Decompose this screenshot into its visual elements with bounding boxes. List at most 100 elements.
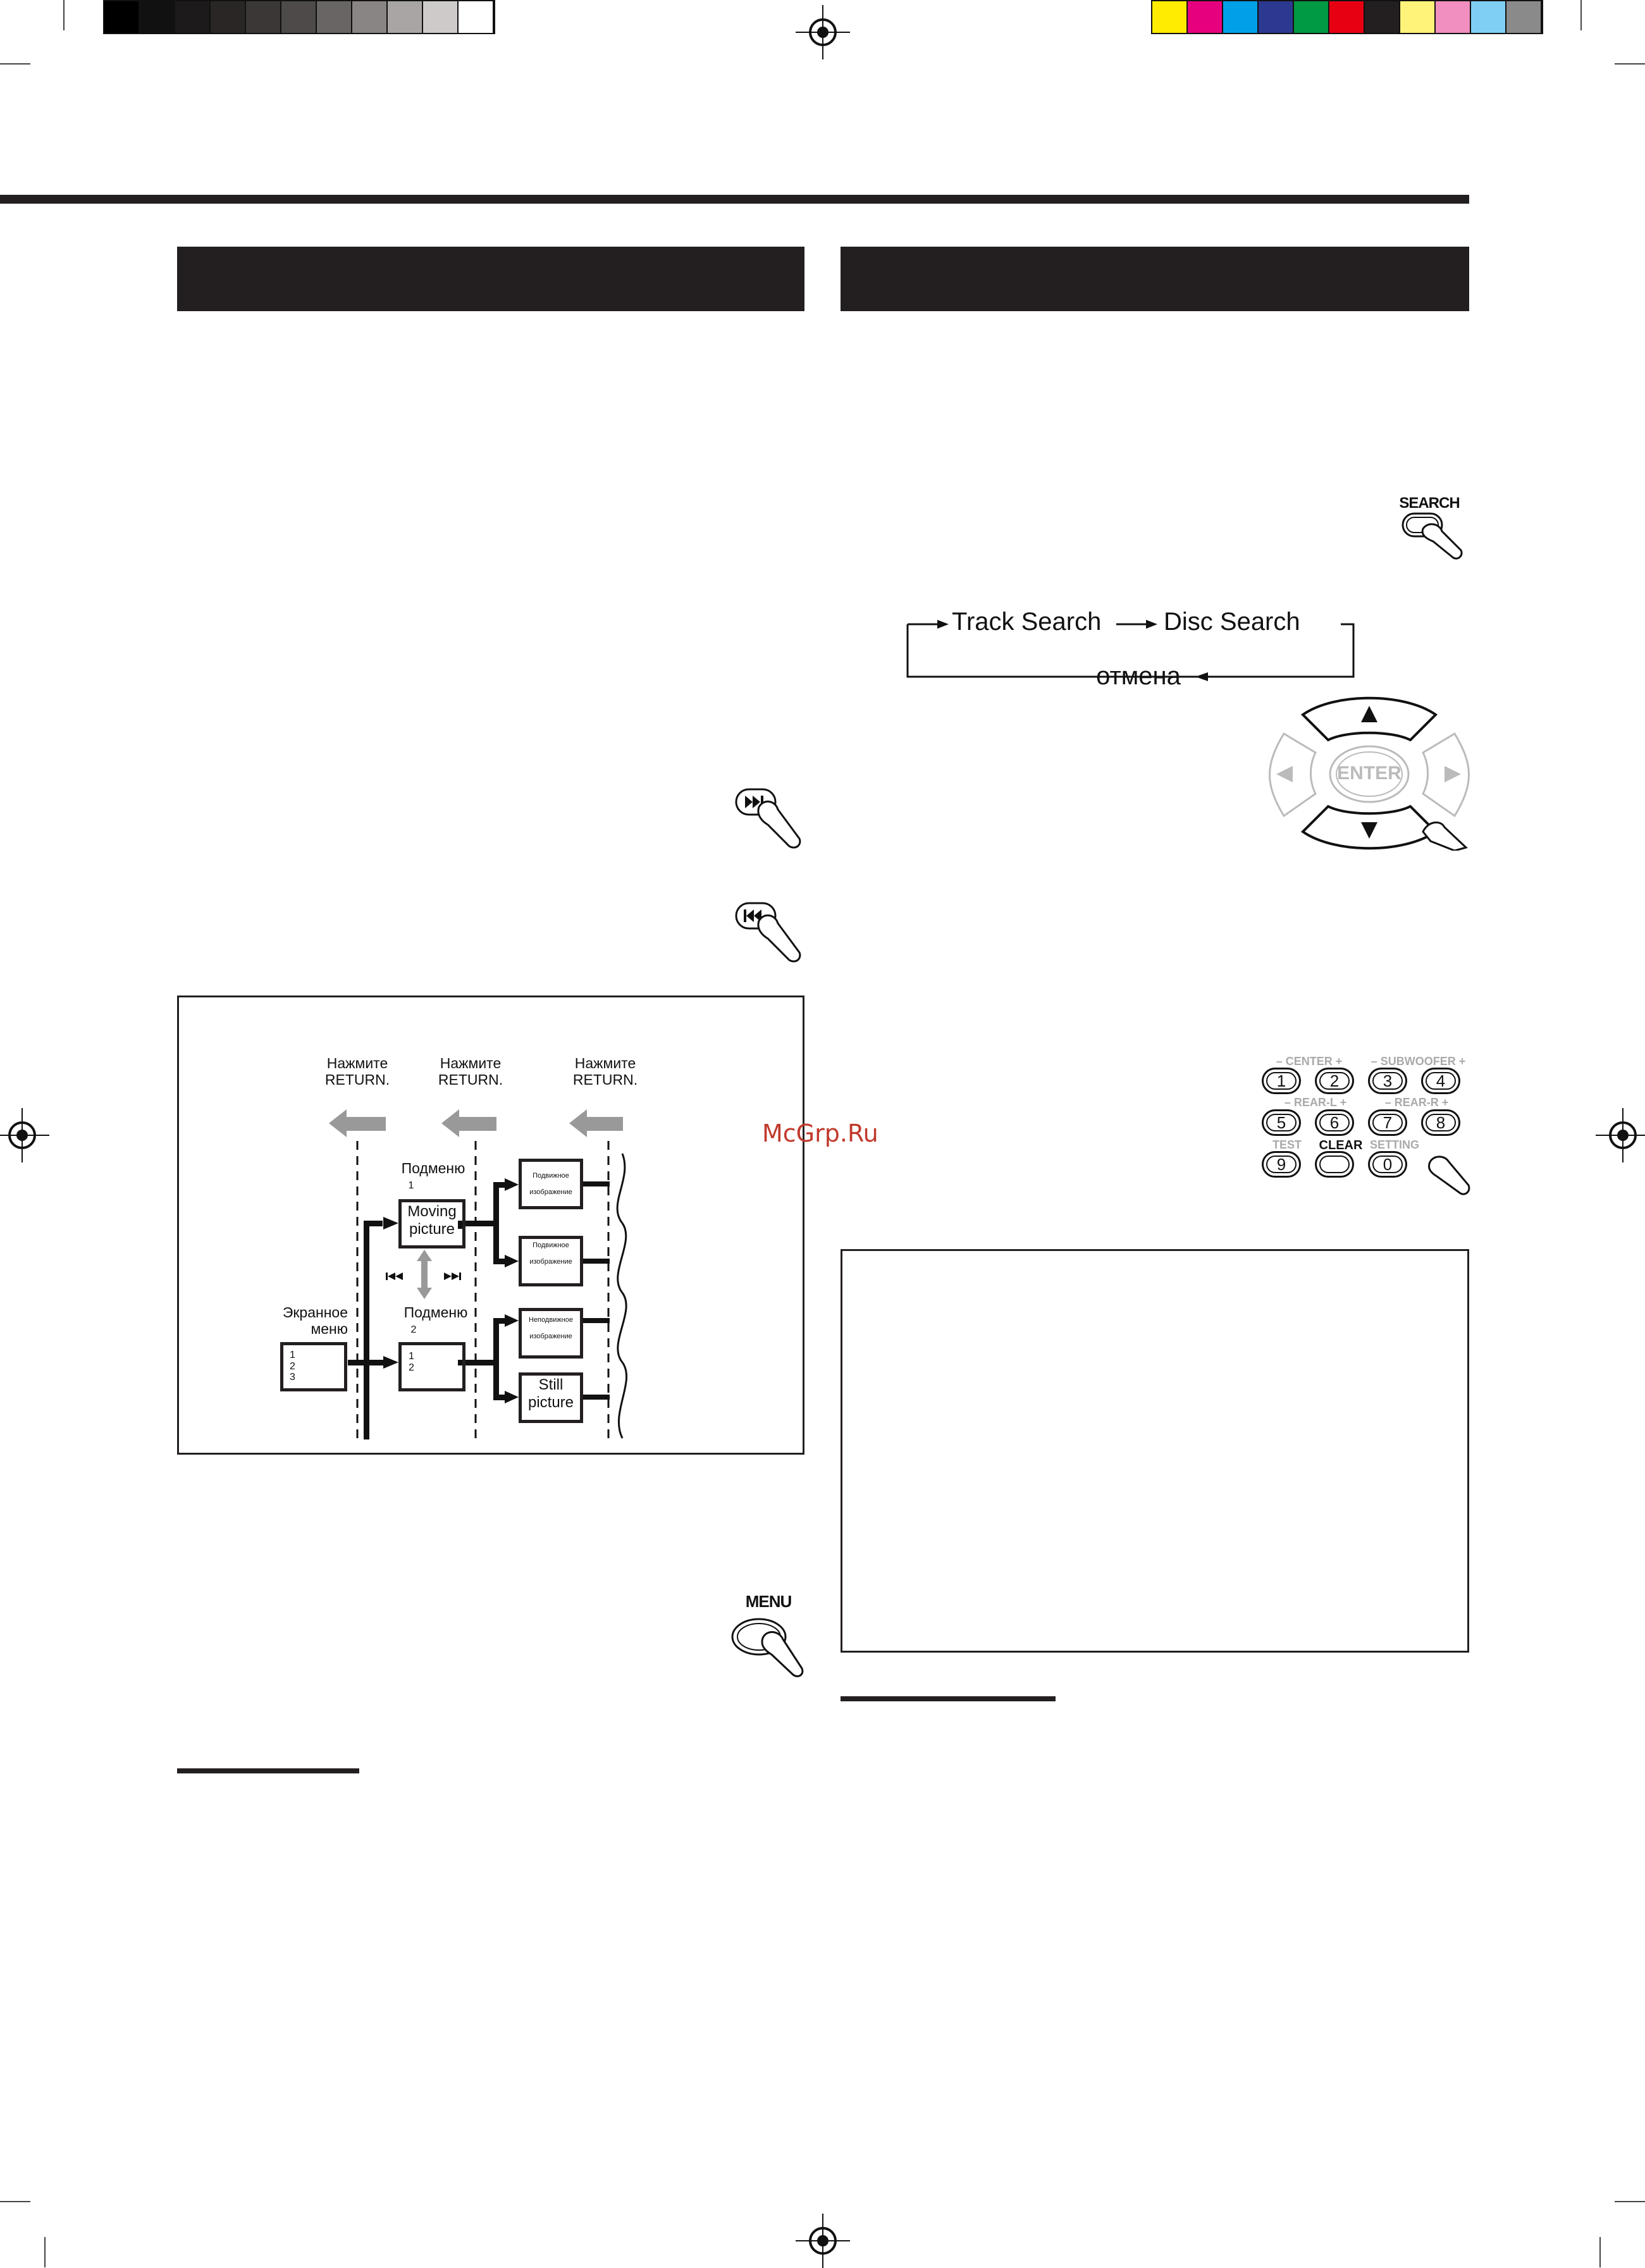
calibration-swatch [1223,1,1259,33]
keypad-key-inner [1266,1156,1297,1173]
up-arrow-icon [1361,706,1377,722]
pressing-finger-icon [1428,1156,1470,1195]
test-label: TEST [1272,1138,1302,1151]
keypad-key[interactable]: 6 [1315,1109,1354,1136]
keypad-key-inner [1319,1114,1350,1131]
crop-mark [44,2237,46,2267]
calibration-swatch [1400,1,1436,33]
menu-item: 1 [409,1351,414,1362]
press-return-line1: Нажмите [440,1055,502,1071]
calibration-swatch [1188,1,1223,33]
calibration-swatch [1506,1,1542,33]
clear-label: CLEAR [1319,1138,1363,1152]
leaf-screen [519,1236,583,1286]
leaf-line2: изображение [529,1258,572,1266]
crop-mark [63,0,65,30]
keypad-key-label: 1 [1276,1071,1286,1090]
keypad-key-inner [1319,1072,1350,1090]
enter-button[interactable]: ENTER [1337,763,1402,784]
keypad-key-inner [1426,1114,1456,1131]
next-button[interactable] [734,784,810,854]
menu-button[interactable] [727,1612,810,1681]
watermark-text: McGrp.Ru [762,1119,878,1147]
crop-mark [1615,63,1645,65]
press-return-line2: RETURN. [438,1071,503,1088]
keypad-key[interactable]: 2 [1315,1068,1354,1094]
left-section-header-bar [177,247,804,311]
keypad-key[interactable]: 1 [1262,1068,1301,1094]
calibration-swatch [1436,1,1471,33]
menu-diagram-lines [329,1109,628,1439]
down-arrow-icon [1361,822,1377,839]
calibration-swatch [104,1,140,33]
keypad-key-label: 8 [1436,1112,1446,1132]
press-return-line1: Нажмите [574,1055,636,1071]
submenu2-number: 2 [410,1324,417,1335]
leaf-line2: изображение [529,1333,572,1341]
crop-mark [0,63,30,65]
onscreen-menu-line2: меню [311,1321,348,1338]
right-section-header-bar [841,247,1469,311]
keypad-key[interactable]: 8 [1421,1109,1460,1136]
crop-mark [0,2201,30,2202]
keypad-key-label: 4 [1436,1071,1446,1090]
leaf-screen [519,1159,583,1209]
menu-item: 1 [290,1350,295,1360]
press-return-line2: RETURN. [572,1071,638,1088]
leaf-screen [519,1372,583,1423]
rear-r-level-label: – REAR-R + [1384,1096,1449,1109]
cancel-label: отмена [1096,662,1181,690]
keypad-key-label: 2 [1329,1071,1340,1090]
calibration-swatch [423,1,459,33]
keypad-key[interactable]: 7 [1368,1109,1407,1136]
keypad-key-label: 6 [1329,1112,1340,1132]
submenu2-title: Подменю [404,1304,468,1321]
keypad-key-label: 5 [1276,1112,1286,1132]
calibration-swatch [317,1,352,33]
keypad-key-label: 3 [1383,1071,1393,1090]
leaf-line1: Неподвижное [529,1316,573,1324]
submenu2-screen [398,1342,465,1391]
calibration-swatch [1365,1,1400,33]
leaf-line2: изображение [529,1188,572,1197]
calibration-swatch [1294,1,1329,33]
keypad-key-inner [1372,1114,1403,1131]
calibration-swatch [1152,1,1188,33]
leaf-line1: Подвижное [533,1242,569,1249]
setting-label: SETTING [1369,1138,1419,1151]
calibration-swatch [140,1,175,33]
previous-button[interactable] [734,898,810,968]
keypad-key[interactable]: 4 [1421,1068,1460,1094]
color-calibration-bar [1151,0,1543,34]
keypad-key[interactable] [1315,1151,1354,1178]
calibration-swatch [246,1,281,33]
submenu1-screen [398,1199,465,1248]
leaf-screen [519,1308,583,1359]
keypad-key-label: 0 [1383,1154,1393,1174]
left-note-rule [177,1768,359,1773]
registration-target-icon [796,5,850,59]
registration-target-icon [1596,1108,1645,1162]
right-note-box [841,1249,1469,1653]
menu-button-label: MENU [745,1592,792,1611]
submenu1-label-line2: picture [409,1220,455,1238]
keypad-key[interactable]: 9 [1262,1151,1301,1178]
press-return-line2: RETURN. [324,1071,390,1088]
submenu1-label-line1: Moving [407,1203,457,1220]
onscreen-menu-line1: Экранное [282,1304,348,1321]
keypad-key[interactable]: 3 [1368,1068,1407,1094]
keypad-key-inner [1266,1072,1297,1090]
keypad-key[interactable]: 0 [1368,1151,1407,1178]
search-button[interactable] [1398,510,1474,567]
leaf-label: Подвижное изображение [519,1168,583,1201]
leaf-line1: Подвижное [533,1172,569,1180]
onscreen-menu-screen [280,1342,347,1391]
keypad-key[interactable]: 5 [1262,1109,1301,1136]
leaf-line2: picture [527,1393,574,1411]
keypad-key-label: 7 [1383,1112,1393,1132]
